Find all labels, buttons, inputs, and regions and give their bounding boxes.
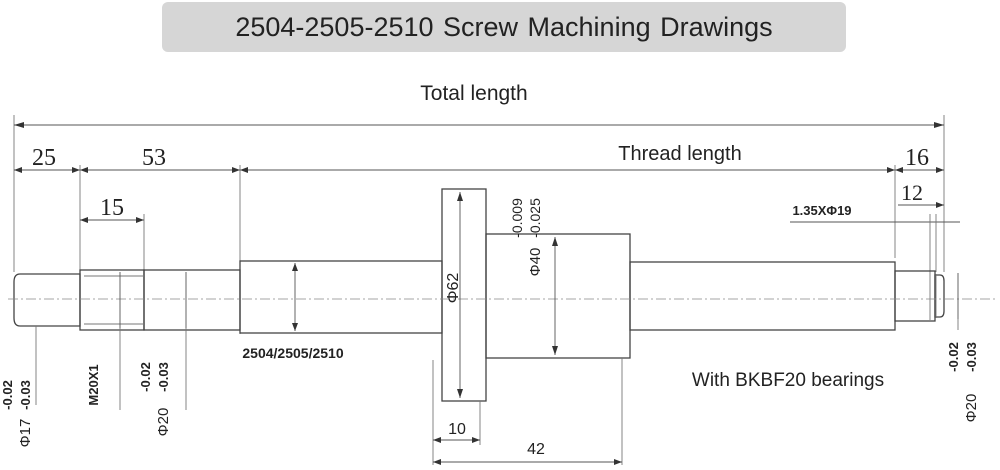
phi40-tolerance-upper: -0.009 bbox=[509, 198, 525, 238]
shaft-end-right bbox=[934, 274, 945, 318]
screw-shaft-right bbox=[629, 261, 896, 331]
groove-label: 1.35XΦ19 bbox=[792, 203, 851, 218]
arrow-head bbox=[14, 167, 22, 173]
arrow-head bbox=[936, 167, 944, 173]
dimension-12: 12 bbox=[901, 180, 923, 205]
phi17-tolerance-upper: -0.02 bbox=[0, 380, 15, 410]
phi20-right-label: Φ20 bbox=[963, 394, 980, 423]
arrow-head bbox=[80, 167, 88, 173]
phi17-tolerance-lower: -0.03 bbox=[18, 380, 33, 410]
drawing-title: 2504-2505-2510 Screw Machining Drawings bbox=[162, 2, 846, 52]
phi20-right-tolerance-upper: -0.02 bbox=[946, 342, 961, 372]
total-length-label: Total length bbox=[420, 82, 527, 105]
arrow-head bbox=[292, 263, 298, 271]
shaft-bearing-phi20-right bbox=[894, 270, 936, 322]
arrow-head bbox=[72, 167, 80, 173]
screw-shaft-left bbox=[239, 260, 443, 334]
models-label: 2504/2505/2510 bbox=[242, 345, 343, 361]
phi40-label: Φ40 bbox=[527, 248, 544, 277]
dimension-15: 15 bbox=[100, 195, 124, 221]
arrow-head bbox=[552, 237, 558, 246]
arrow-head bbox=[14, 122, 24, 128]
dimension-10: 10 bbox=[448, 421, 466, 438]
thread-length-label: Thread length bbox=[618, 143, 741, 165]
arrow-head bbox=[136, 217, 144, 223]
arrow-head bbox=[472, 437, 480, 443]
dimension-53: 53 bbox=[142, 145, 166, 171]
phi40-tolerance-lower: -0.025 bbox=[527, 198, 543, 238]
bearings-label: With BKBF20 bearings bbox=[692, 370, 884, 391]
dimension-25: 25 bbox=[32, 145, 56, 171]
phi20-left-tolerance-upper: -0.02 bbox=[138, 362, 153, 392]
arrow-head bbox=[936, 202, 944, 208]
phi62-label: Φ62 bbox=[445, 273, 462, 304]
dimension-42: 42 bbox=[527, 441, 545, 458]
arrow-head bbox=[232, 167, 240, 173]
arrow-head bbox=[895, 167, 903, 173]
arrow-head bbox=[433, 459, 441, 465]
arrow-head bbox=[457, 192, 463, 201]
arrow-head bbox=[934, 122, 944, 128]
arrow-head bbox=[552, 346, 558, 355]
arrow-head bbox=[433, 437, 441, 443]
arrow-head bbox=[457, 389, 463, 398]
arrow-head bbox=[240, 167, 248, 173]
shaft-end-phi17 bbox=[13, 273, 81, 327]
phi17-label: Φ17 bbox=[17, 419, 34, 448]
phi20-left-tolerance-lower: -0.03 bbox=[156, 362, 171, 392]
nut-body bbox=[485, 233, 631, 359]
shaft-thread-m20 bbox=[79, 269, 145, 331]
dimension-16: 16 bbox=[905, 145, 929, 171]
m20-thread-label: M20X1 bbox=[86, 364, 101, 405]
arrow-head bbox=[887, 167, 895, 173]
arrow-head bbox=[292, 323, 298, 331]
phi20-right-tolerance-lower: -0.03 bbox=[964, 342, 979, 372]
arrow-head bbox=[614, 459, 622, 465]
shaft-bearing-phi20-left bbox=[143, 269, 241, 331]
phi20-left-label: Φ20 bbox=[155, 408, 172, 437]
arrow-head bbox=[80, 217, 88, 223]
